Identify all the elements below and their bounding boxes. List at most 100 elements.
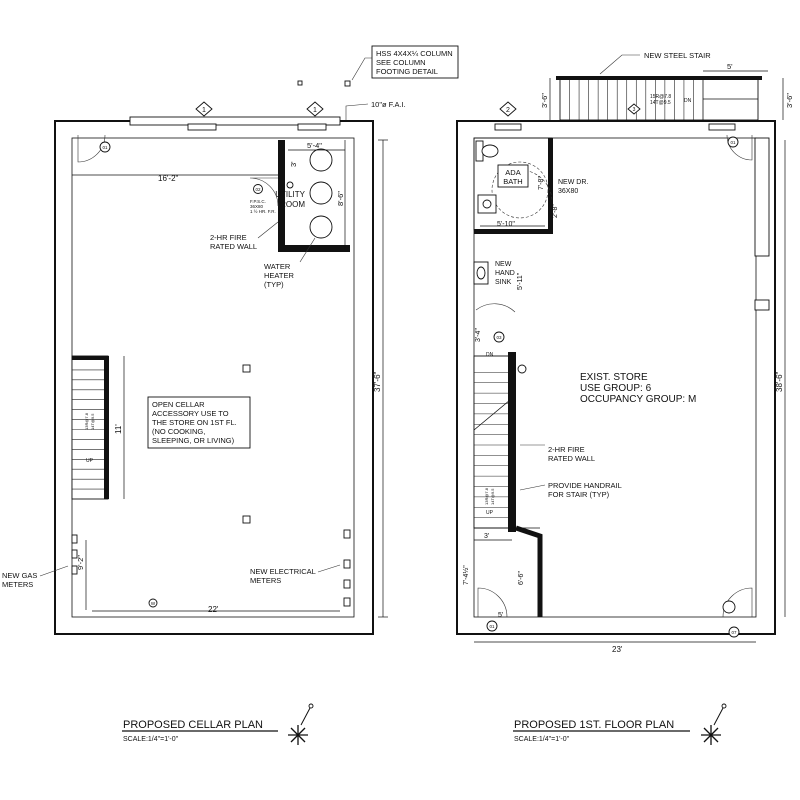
svg-text:HSS 4X4X¼ COLUMN: HSS 4X4X¼ COLUMN — [376, 49, 453, 58]
svg-text:EXIST. STORE: EXIST. STORE — [580, 372, 648, 383]
svg-text:7'-8": 7'-8" — [538, 176, 545, 190]
svg-text:16'-2": 16'-2" — [158, 174, 179, 183]
floor-outer-wall — [456, 120, 776, 635]
svg-text:23': 23' — [612, 645, 623, 654]
cellar-dim-stair: 11' — [114, 356, 125, 499]
steel-stair-dn-label: DN — [684, 98, 692, 104]
floor-door-tag-01-bottom — [486, 620, 498, 632]
first-floor-plan: 15R@7.8 14T@9.5 DN NEW STEEL STAIR 5' 3'… — [456, 51, 794, 745]
svg-text:02: 02 — [255, 187, 261, 192]
svg-text:3': 3' — [289, 161, 298, 167]
cellar-stair-riser-note: 13R@7.8 — [84, 412, 89, 430]
floor-door-tag-07 — [728, 626, 740, 638]
gas-meters-note: NEW GAS METERS — [2, 565, 69, 589]
floor-dim-vestibule-gap: 6'-6" — [518, 571, 525, 585]
svg-text:(TYP): (TYP) — [264, 280, 284, 289]
floor-drain-icon — [286, 181, 294, 189]
svg-text:22': 22' — [208, 605, 219, 614]
svg-text:W: W — [151, 601, 156, 606]
cellar-door-tag-02 — [253, 184, 263, 194]
svg-text:HEATER: HEATER — [264, 271, 294, 280]
floor-dim-stair-side: 3'-6" 3'-6" — [540, 78, 794, 120]
svg-text:5': 5' — [727, 62, 733, 71]
svg-text:1: 1 — [313, 107, 317, 114]
north-arrow-icon — [701, 703, 727, 745]
svg-text:METERS: METERS — [2, 580, 33, 589]
hand-sink-note: NEW HAND SINK — [495, 261, 515, 286]
column-marker-icon — [344, 80, 351, 87]
svg-text:14T@9.5: 14T@9.5 — [490, 488, 495, 505]
svg-text:OPEN CELLAR: OPEN CELLAR — [152, 400, 205, 409]
column-marker-icon — [242, 515, 251, 524]
svg-text:NEW: NEW — [495, 261, 512, 268]
handrail-note: PROVIDE HANDRAIL FOR STAIR (TYP) — [519, 481, 622, 499]
svg-text:OCCUPANCY GROUP: M: OCCUPANCY GROUP: M — [580, 394, 696, 405]
svg-text:3: 3 — [633, 107, 636, 113]
floor-window-tag-3: 3 — [627, 103, 641, 115]
cellar-stair-treads — [72, 369, 104, 490]
cellar-window-tag-a: 1 — [195, 101, 213, 117]
utility-door-note: F.P.S.C. — [250, 199, 266, 204]
svg-text:14T@9.5: 14T@9.5 — [90, 413, 95, 430]
svg-text:2: 2 — [506, 107, 510, 114]
utility-door-swing — [249, 177, 279, 207]
floor-door-tag-01-top — [727, 136, 739, 148]
svg-text:NEW ELECTRICAL: NEW ELECTRICAL — [250, 567, 316, 576]
storefront-side — [754, 137, 770, 257]
cellar-plan-title: PROPOSED CELLAR PLAN SCALE:1/4"=1'-0" — [122, 719, 278, 743]
floor-door-01-top-swing — [726, 134, 753, 161]
floor-dim-stair-gap: 3'-4" — [475, 328, 482, 342]
svg-text:2-HR FIRE: 2-HR FIRE — [548, 445, 585, 454]
floor-stair-treads — [474, 372, 508, 518]
floor-dim-bath: 7'-8" 2'-8" 5'-10" — [480, 176, 559, 228]
svg-text:METERS: METERS — [250, 576, 281, 585]
svg-text:5'-4": 5'-4" — [307, 141, 322, 150]
svg-text:SLEEPING, OR LIVING): SLEEPING, OR LIVING) — [152, 436, 235, 445]
svg-text:PROVIDE HANDRAIL: PROVIDE HANDRAIL — [548, 481, 622, 490]
svg-text:36X80: 36X80 — [558, 188, 578, 195]
store-note: EXIST. STORE USE GROUP: 6 OCCUPANCY GROU… — [580, 372, 696, 405]
floor-stair-up-label: UP — [486, 510, 494, 516]
svg-text:8'-6": 8'-6" — [336, 191, 345, 206]
column-note: HSS 4X4X¼ COLUMN SEE COLUMN FOOTING DETA… — [351, 45, 459, 81]
svg-text:FOR STAIR (TYP): FOR STAIR (TYP) — [548, 490, 610, 499]
svg-text:07: 07 — [731, 630, 737, 635]
first-floor-plan-title: PROPOSED 1ST. FLOOR PLAN SCALE:1/4"=1'-0… — [513, 719, 690, 743]
svg-text:01: 01 — [730, 140, 736, 145]
svg-text:14T@9.5: 14T@9.5 — [650, 100, 671, 106]
cellar-plan: 1 1 01 HSS 4X4X¼ COLUMN SEE COLUMN FOOTI… — [2, 45, 459, 745]
gas-meters-icon — [71, 534, 78, 575]
cellar-dim-width-bottom: 22' — [92, 605, 340, 614]
svg-text:36X80: 36X80 — [250, 204, 264, 209]
water-heater-note: WATER HEATER (TYP) — [264, 237, 316, 289]
floor-dim-landing: 3' — [484, 533, 489, 540]
svg-text:FOOTING DETAIL: FOOTING DETAIL — [376, 67, 438, 76]
svg-text:03: 03 — [496, 335, 502, 340]
cellar-dim-gas: 9'-2" — [76, 540, 87, 610]
toilet-icon — [475, 140, 499, 162]
lavatory-icon — [477, 194, 497, 214]
svg-text:SCALE:1/4"=1'-0": SCALE:1/4"=1'-0" — [514, 736, 570, 743]
floor-window-tag-2: 2 — [499, 101, 517, 117]
svg-text:HAND: HAND — [495, 270, 515, 277]
cellar-dim-depth: 37'-6" — [373, 139, 388, 618]
cellar-dim-width-top: 16'-2" — [72, 174, 278, 183]
svg-text:NEW STEEL STAIR: NEW STEEL STAIR — [644, 51, 711, 60]
cellar-window-tag-b: 1 — [306, 101, 324, 117]
svg-text:9'-2": 9'-2" — [76, 555, 85, 570]
floor-fire-wall-note: 2-HR FIRE RATED WALL — [520, 444, 595, 463]
svg-text:1 ½ HR. F.R.: 1 ½ HR. F.R. — [250, 208, 276, 214]
ada-bath-label: ADA BATH — [497, 164, 529, 188]
svg-text:(NO COOKING,: (NO COOKING, — [152, 427, 205, 436]
floor-door-tag-03 — [493, 331, 505, 343]
svg-text:NEW DR.: NEW DR. — [558, 179, 588, 186]
steel-stair-treads — [569, 80, 694, 120]
floor-door-01-bottom-swing — [477, 587, 508, 618]
cellar-door-01-swing — [77, 134, 106, 163]
svg-text:01: 01 — [489, 624, 495, 629]
floor-door-03-swing — [475, 303, 516, 313]
utility-room-label-2: ROOM — [280, 200, 305, 209]
cellar-window-a — [187, 123, 217, 131]
svg-text:PROPOSED 1ST. FLOOR PLAN: PROPOSED 1ST. FLOOR PLAN — [514, 719, 674, 731]
